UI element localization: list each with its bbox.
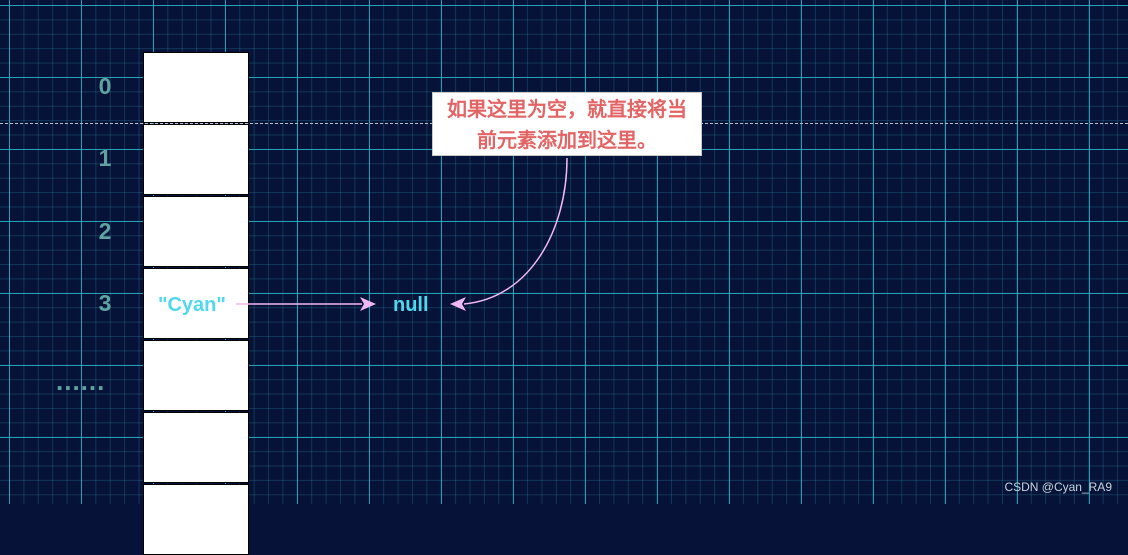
index-label: 2 xyxy=(98,218,112,244)
array-cell-5 xyxy=(143,412,249,483)
stored-value: "Cyan" xyxy=(158,294,226,316)
note-arrow-curve xyxy=(463,157,568,305)
index-label: 3 xyxy=(98,290,112,316)
null-value: null xyxy=(393,294,429,316)
note-line-2: 前元素添加到这里。 xyxy=(477,130,657,152)
ellipsis-label: ...... xyxy=(56,366,106,396)
note-line-1: 如果这里为空，就直接将当 xyxy=(447,99,687,121)
note-arrowhead xyxy=(450,297,466,311)
array-cell-0 xyxy=(143,52,249,123)
array-cell-2 xyxy=(143,196,249,267)
array-cell-3 xyxy=(143,268,249,339)
index-label: 0 xyxy=(98,73,112,99)
index-label: 1 xyxy=(98,145,112,171)
callout-note: 如果这里为空，就直接将当 前元素添加到这里。 xyxy=(432,92,702,156)
array-cell-4 xyxy=(143,340,249,411)
watermark: CSDN @Cyan_RA9 xyxy=(1004,480,1112,494)
array-cell-1 xyxy=(143,124,249,195)
arrows-layer xyxy=(236,157,568,311)
pointer-arrowhead xyxy=(360,297,376,311)
